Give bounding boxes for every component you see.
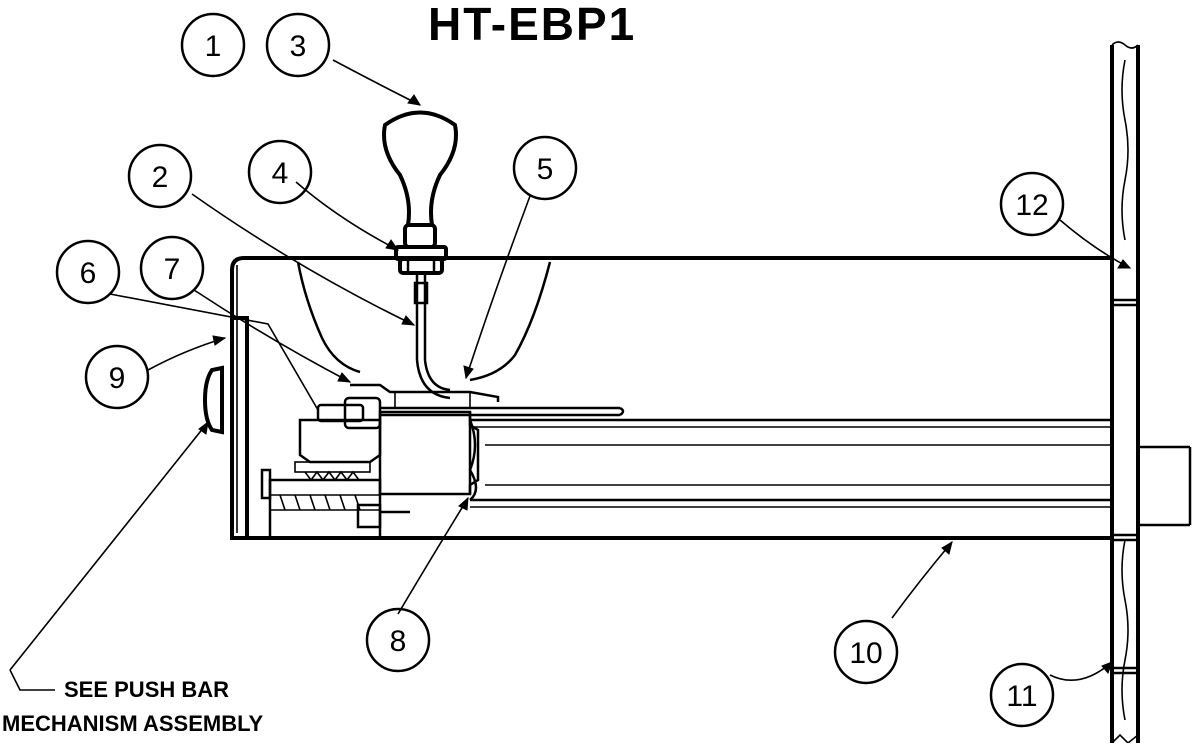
push-mechanism <box>202 316 480 540</box>
callout-8-label: 8 <box>390 625 407 658</box>
callout-11: 11 <box>989 662 1055 728</box>
callout-1-label: 1 <box>205 30 222 63</box>
callout-5: 5 <box>512 135 578 201</box>
callout-12-label: 12 <box>1015 189 1048 222</box>
callout-3: 3 <box>265 12 331 78</box>
callout-6: 6 <box>55 239 121 305</box>
callout-3-label: 3 <box>290 30 307 63</box>
callout-7-label: 7 <box>164 253 181 286</box>
callout-2-label: 2 <box>152 161 169 194</box>
knob-handle <box>382 110 458 275</box>
callout-6-label: 6 <box>80 257 97 290</box>
spindle-extension <box>1138 445 1192 527</box>
callout-9-label: 9 <box>109 362 126 395</box>
note-line-1: SEE PUSH BAR <box>64 677 229 702</box>
callout-9: 9 <box>84 344 150 410</box>
callout-4: 4 <box>247 139 313 205</box>
callout-4-label: 4 <box>272 157 289 190</box>
callout-7: 7 <box>139 235 205 301</box>
callout-2: 2 <box>127 143 193 209</box>
callout-12: 12 <box>999 171 1065 237</box>
callout-11-label: 11 <box>1006 680 1037 713</box>
callout-10: 10 <box>833 619 899 685</box>
door-plate <box>1110 41 1140 745</box>
note-line-2: MECHANISM ASSEMBLY <box>2 711 264 736</box>
spring-arms <box>296 261 552 382</box>
callout-5-label: 5 <box>537 153 554 186</box>
diagram-title: HT-EBP1 <box>428 0 636 50</box>
pull-rod <box>413 273 451 400</box>
lever-bar <box>350 383 625 417</box>
callout-8: 8 <box>365 607 431 673</box>
leader-lines <box>9 59 1132 691</box>
callout-10-label: 10 <box>849 637 882 670</box>
callout-1: 1 <box>180 12 246 78</box>
